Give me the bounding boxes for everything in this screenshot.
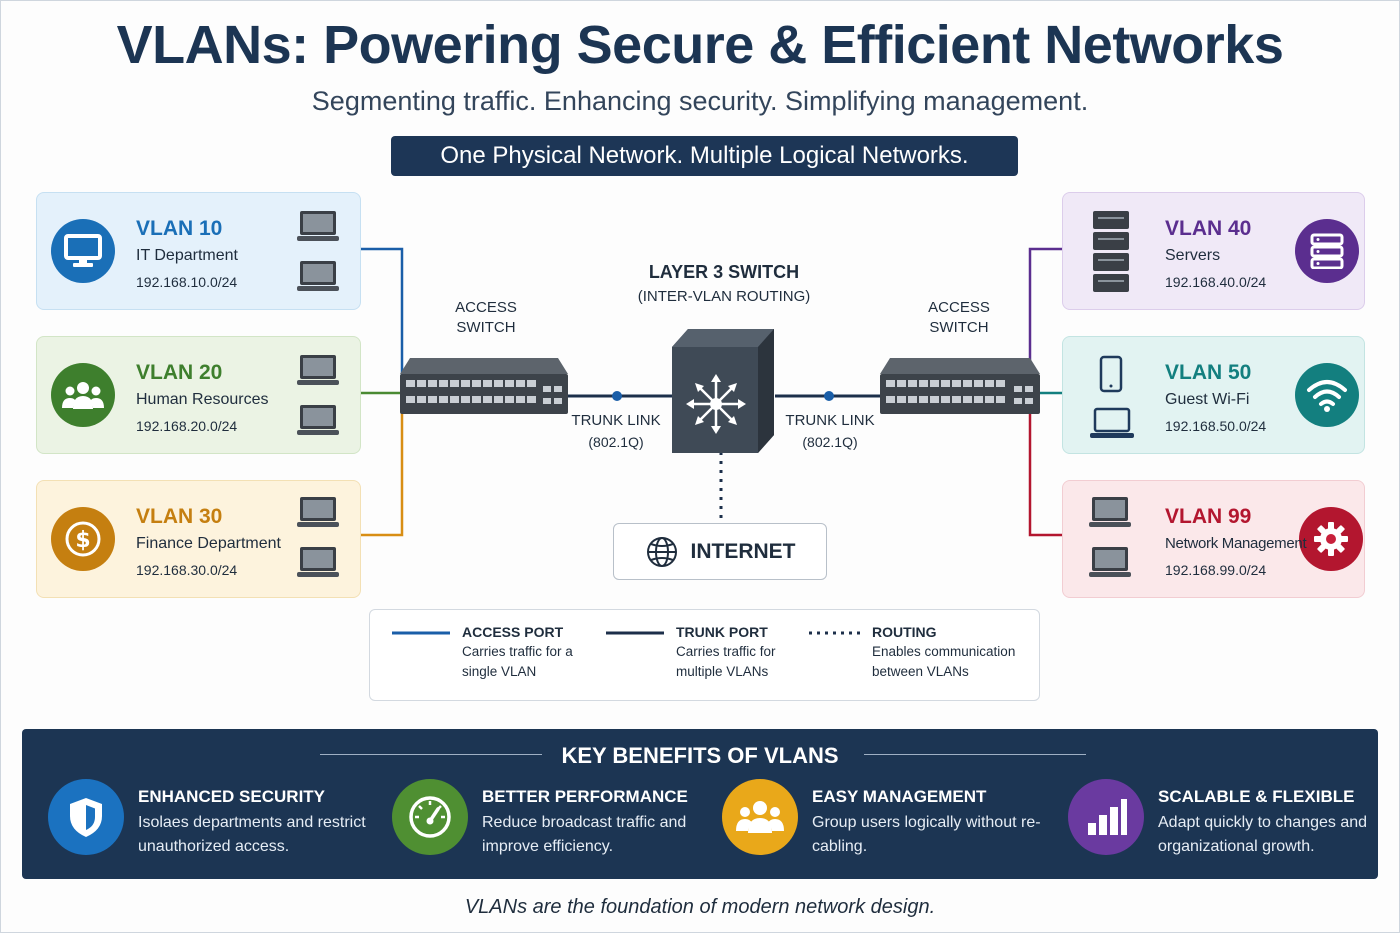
vlan-department: Guest Wi-Fi bbox=[1165, 391, 1250, 408]
trunk-link-left-protocol: (802.1Q) bbox=[588, 434, 644, 450]
benefit-title: ENHANCED SECURITY bbox=[138, 787, 326, 806]
people-icon bbox=[51, 363, 115, 427]
vlan-name: VLAN 20 bbox=[136, 361, 223, 384]
banner: One Physical Network. Multiple Logical N… bbox=[391, 136, 1018, 176]
access-link-vlan10 bbox=[360, 247, 404, 380]
footer-tagline: VLANs are the foundation of modern netwo… bbox=[464, 896, 936, 918]
vlan-card-20: VLAN 20 Human Resources 192.168.20.0/24 bbox=[36, 336, 361, 454]
vlan-department: Network Management bbox=[1165, 535, 1307, 552]
benefit-title: EASY MANAGEMENT bbox=[812, 787, 987, 806]
vlan-department: Human Resources bbox=[136, 391, 269, 408]
page-subtitle: Segmenting traffic. Enhancing security. … bbox=[311, 86, 1089, 116]
vlan-department: Finance Department bbox=[136, 535, 281, 552]
legend-title: ACCESS PORT bbox=[462, 624, 564, 640]
server-rack-icon bbox=[1093, 211, 1129, 292]
trunk-link-left-label: TRUNK LINK bbox=[571, 412, 661, 429]
legend-desc: Carries traffic for a single VLAN bbox=[462, 644, 573, 679]
routing-arrows-icon bbox=[686, 374, 746, 434]
benefit-desc: Reduce broadcast traffic and improve eff… bbox=[482, 814, 687, 855]
svg-text:$: $ bbox=[75, 528, 90, 553]
legend-item-routing: ROUTING Enables communication between VL… bbox=[808, 624, 1027, 682]
vlan-name: VLAN 10 bbox=[136, 217, 223, 240]
laptop-icon bbox=[297, 261, 339, 291]
gear-icon bbox=[1299, 507, 1363, 571]
globe-icon bbox=[646, 536, 677, 567]
access-switch-right-label: ACCESS SWITCH bbox=[928, 299, 990, 336]
laptop-icon bbox=[297, 405, 339, 435]
layer3-switch bbox=[672, 329, 774, 453]
vlan-subnet: 192.168.10.0/24 bbox=[136, 274, 238, 290]
vlan-card-30: $ VLAN 30 Finance Department 192.168.30.… bbox=[36, 480, 361, 598]
trunk-link-right-label: TRUNK LINK bbox=[785, 412, 875, 429]
legend-title: ROUTING bbox=[872, 624, 937, 640]
access-switch-right bbox=[880, 358, 1040, 414]
layer3-switch-title: LAYER 3 SWITCH bbox=[648, 262, 800, 282]
speedometer-icon bbox=[392, 779, 468, 855]
vlan-name: VLAN 40 bbox=[1165, 217, 1252, 240]
trunk-link-right-protocol: (802.1Q) bbox=[802, 434, 858, 450]
laptop-icon bbox=[297, 355, 339, 385]
phone-icon bbox=[1099, 355, 1123, 393]
trunk-dot-left bbox=[612, 391, 622, 401]
vlan-subnet: 192.168.50.0/24 bbox=[1165, 418, 1267, 434]
access-switch-left-label: ACCESS SWITCH bbox=[455, 299, 517, 336]
internet-node: INTERNET bbox=[613, 523, 827, 580]
legend-line-solid-dark bbox=[606, 631, 664, 635]
access-link-vlan30 bbox=[360, 410, 404, 537]
access-switch-left bbox=[400, 358, 568, 414]
legend-item-trunk-port: TRUNK PORT Carries traffic for multiple … bbox=[606, 624, 796, 682]
legend-desc: Enables communication between VLANs bbox=[872, 644, 1016, 679]
vlan-department: Servers bbox=[1165, 247, 1221, 264]
vlan-name: VLAN 99 bbox=[1165, 505, 1252, 528]
benefit-desc: Adapt quickly to changes and organizatio… bbox=[1158, 814, 1368, 855]
trunk-dot-right bbox=[824, 391, 834, 401]
vlan-subnet: 192.168.40.0/24 bbox=[1165, 274, 1267, 290]
users-icon bbox=[722, 779, 798, 855]
legend-line-solid-blue bbox=[392, 631, 450, 635]
benefit-desc: Group users logically without re-cabling… bbox=[812, 814, 1041, 855]
vlan-department: IT Department bbox=[136, 247, 238, 264]
access-link-vlan99 bbox=[1028, 410, 1062, 537]
vlan-name: VLAN 50 bbox=[1165, 361, 1252, 384]
layer3-switch-subtitle: (INTER-VLAN ROUTING) bbox=[637, 288, 811, 305]
laptop-icon bbox=[297, 547, 339, 577]
access-link-vlan40 bbox=[1028, 247, 1062, 378]
vlan-name: VLAN 30 bbox=[136, 505, 223, 528]
vlan-card-50: VLAN 50 Guest Wi-Fi 192.168.50.0/24 bbox=[1062, 336, 1365, 454]
internet-label: INTERNET bbox=[690, 539, 796, 563]
laptop-icon bbox=[1089, 497, 1131, 527]
bar-chart-icon bbox=[1068, 779, 1144, 855]
benefits-panel: KEY BENEFITS OF VLANS ENHANCED SECURITY … bbox=[22, 729, 1378, 879]
legend-item-access-port: ACCESS PORT Carries traffic for a single… bbox=[392, 624, 577, 682]
vlan-card-99: VLAN 99 Network Management 192.168.99.0/… bbox=[1062, 480, 1365, 598]
divider bbox=[320, 754, 542, 755]
page-title: VLANs: Powering Secure & Efficient Netwo… bbox=[116, 15, 1284, 75]
laptop-icon bbox=[1089, 547, 1131, 577]
benefit-desc: Isolaes departments and restrict unautho… bbox=[138, 814, 366, 855]
server-icon bbox=[1295, 219, 1359, 283]
monitor-icon bbox=[51, 219, 115, 283]
divider bbox=[864, 754, 1086, 755]
legend-line-dotted bbox=[809, 631, 862, 635]
laptop-icon bbox=[297, 497, 339, 527]
vlan-subnet: 192.168.99.0/24 bbox=[1165, 562, 1267, 578]
laptop-icon bbox=[1090, 407, 1134, 438]
dollar-icon: $ bbox=[51, 507, 115, 571]
vlan-subnet: 192.168.30.0/24 bbox=[136, 562, 238, 578]
vlan-subnet: 192.168.20.0/24 bbox=[136, 418, 238, 434]
vlan-card-10: VLAN 10 IT Department 192.168.10.0/24 bbox=[36, 192, 361, 310]
benefit-title: BETTER PERFORMANCE bbox=[482, 787, 688, 806]
legend: ACCESS PORT Carries traffic for a single… bbox=[369, 609, 1040, 701]
legend-desc: Carries traffic for multiple VLANs bbox=[676, 644, 776, 679]
wifi-icon bbox=[1295, 363, 1359, 427]
legend-title: TRUNK PORT bbox=[676, 624, 768, 640]
vlan-card-40: VLAN 40 Servers 192.168.40.0/24 bbox=[1062, 192, 1365, 310]
shield-icon bbox=[48, 779, 124, 855]
benefit-title: SCALABLE & FLEXIBLE bbox=[1158, 787, 1355, 806]
benefits-title: KEY BENEFITS OF VLANS bbox=[561, 743, 839, 768]
laptop-icon bbox=[297, 211, 339, 241]
